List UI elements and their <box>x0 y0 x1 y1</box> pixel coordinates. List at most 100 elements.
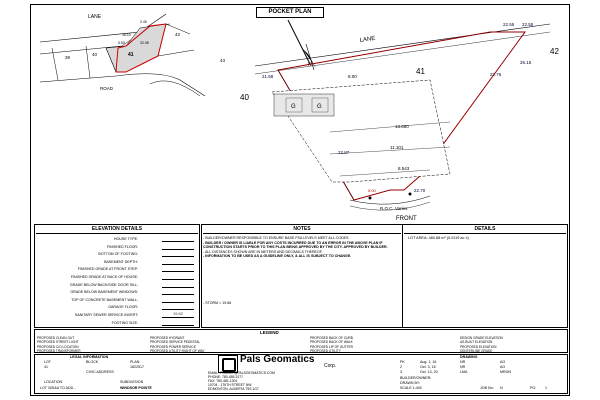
key-map-lot-39: 39 <box>65 55 71 60</box>
elevation-row-label: FOOTING SIZE: <box>111 320 138 325</box>
legend-item: PROPOSED CLEAN OUT <box>37 336 75 340</box>
elevation-row-value <box>162 264 194 273</box>
elevation-details-header: ELEVATION DETAILS <box>36 225 198 234</box>
elevation-row: HOUSE TYPE: <box>36 234 196 244</box>
elevation-row: TOP OF CONCRETE BASEMENT WALL: <box>36 295 196 305</box>
builder-label: BUILDER/OWNER: <box>400 376 432 380</box>
legend-item: DESIGN GRADE ELEVATION <box>460 336 503 340</box>
note-item: - ALL DISTANCES SHOWN ARE IN METERS AND … <box>203 249 323 254</box>
dimension-label: 22.76 <box>490 72 502 77</box>
elevation-row: FINISHED GRADE AT BACK OF HOUSE: <box>36 272 196 282</box>
elevation-row-label: TOP OF CONCRETE BASEMENT WALL: <box>71 297 138 302</box>
elevation-row-value <box>162 242 194 250</box>
elevation-row-label: GARAGE FLOOR: <box>108 305 138 310</box>
elevation-row-value <box>162 234 194 242</box>
note-item: - BUILDER/OWNER RESPONSIBLE TO ENSURE BA… <box>203 236 350 240</box>
company-address-2: EDMONTON, ALBERTA T5S 1G7 <box>208 387 259 391</box>
elevation-row-value <box>162 295 194 303</box>
elevation-row-label: BASEMENT DEPTH: <box>104 259 138 264</box>
legend-item: PROPOSED HYDRANT <box>150 336 185 340</box>
elevation-row-value <box>162 272 194 280</box>
dimension-label: 21.68 <box>262 74 274 79</box>
legend-item: PROPOSED STREET LIGHT <box>37 340 79 345</box>
legend-panel <box>34 329 568 353</box>
legend-item: PROPOSED SERVICE PEDESTAL <box>150 340 201 345</box>
revision-cell: NR <box>460 365 466 369</box>
scale-label: SCALE 1:400 <box>400 386 422 390</box>
company-email: EMAIL: POCKET@PALSGEOMATICS.COM <box>208 371 275 375</box>
dimension-label: 11.101 <box>390 145 404 150</box>
note-item: - INFORMATION TO BE USED AS A GUIDELINE … <box>203 254 352 259</box>
revision-cell: NR <box>460 360 466 364</box>
elevation-row: BASEMENT DEPTH: <box>36 257 196 267</box>
dimension-label: 8.543 <box>398 166 410 171</box>
dimension-label: 13.660 <box>395 124 409 129</box>
revision-cell: Oct. 13, 20 <box>420 370 438 374</box>
pg-value: 1 <box>545 386 547 390</box>
drawn-label: DRAWN BY: <box>400 381 421 385</box>
location-label: LOCATION <box>44 380 63 384</box>
elevation-row-value <box>162 318 194 326</box>
garage-label: G <box>317 104 322 110</box>
key-map-lot-42: 42 <box>175 32 181 37</box>
revision-cell: Aug. 1, 16 <box>420 360 437 364</box>
legend-item: PROPOSED TRANSFORMER <box>37 349 81 354</box>
legend-item: PROPOSED ELEVATION <box>460 344 497 349</box>
legend-col-2: PROPOSED HYDRANT PROPOSED SERVICE PEDEST… <box>150 336 205 354</box>
note-storm: - STORM = 19.66 <box>203 300 232 305</box>
elevation-panel <box>34 224 200 328</box>
key-map-dim: 2.45 <box>140 20 147 24</box>
elevation-row: GRADE BELOW BASEMENT WINDOWS: <box>36 287 196 297</box>
company-fax: FAX: 780-481-1301 <box>208 379 238 383</box>
company-suffix: Corp. <box>324 363 337 369</box>
key-map-lot-41: 41 <box>128 52 134 58</box>
legend-col-3: PROPOSED BACK OF CURB PROPOSED BACK OF W… <box>310 336 353 354</box>
elevation-row-value <box>162 257 194 265</box>
revision-cell: 2 <box>400 365 402 369</box>
elevation-row: BOTTOM OF FOOTING: <box>36 249 196 259</box>
elevation-row-value <box>162 280 194 288</box>
elevation-row-value <box>162 287 194 296</box>
key-map-road-label: ROAD <box>100 86 114 91</box>
elevation-row: GARAGE FLOOR: <box>36 302 196 312</box>
legend-col-1: PROPOSED CLEAN OUT PROPOSED STREET LIGHT… <box>37 336 81 354</box>
dimension-label: 22.87 <box>338 150 350 155</box>
elevation-row-value <box>162 302 194 311</box>
civic-address-label: CIVIC ADDRESS <box>86 370 114 374</box>
note-item: - BUILDER / OWNER IS LIABLE FOR ANY COST… <box>203 240 388 250</box>
legend-item: CENTERLINE GRADE <box>460 349 493 354</box>
svg-text:N: N <box>308 62 312 68</box>
lot-area: LOT AREA: 480.88 m² (0.0119 ac ±) <box>408 236 469 240</box>
company-contact: EMAIL: POCKET@PALSGEOMATICS.COM PHONE: 7… <box>208 371 275 391</box>
company-address-1: 10704 - 176TH STREET NW <box>208 383 252 387</box>
title-block <box>34 354 568 394</box>
legend-item: PROPOSED BACK OF WALK <box>310 340 353 345</box>
revision-cell: Oct. 3, 16 <box>420 365 436 369</box>
location-value: LOT 30S&A TO ADD... <box>40 386 77 390</box>
elevation-row: FINISHED GRADE AT FRONT STEP: <box>36 264 196 274</box>
key-map-lane-label: LANE <box>88 14 102 20</box>
lot-number-right: 42 <box>550 47 559 56</box>
job-value: N <box>500 386 503 390</box>
elevation-row: SANITARY SEWER SERVICE INVERT:19.62 <box>36 310 196 320</box>
elevation-row-label: GRADE BELOW BACK/SIDE DOOR SILL: <box>69 282 138 287</box>
site-plan-drawing: LANE ROAD 39 40 41 42 43 2.45 36.10 5.50… <box>39 13 559 222</box>
legend-item: PROPOSED UTILITY <box>310 349 341 354</box>
lot-number-center: 41 <box>416 67 425 76</box>
legend-item: PROPOSED POWER SERVICE <box>150 344 196 349</box>
dimension-label: 26.15 <box>520 60 532 65</box>
legal-lot-value: 41 <box>44 365 48 369</box>
job-label: JOB No: <box>480 386 494 390</box>
legal-plan-value: 1822517 <box>130 365 144 369</box>
key-map-dim: 32.98 <box>140 41 149 45</box>
details-header: DETAILS <box>404 225 566 234</box>
elevation-row-value: 19.62 <box>162 310 194 318</box>
dimension-label: 22.55 <box>522 22 534 27</box>
dimension-label: 22.70 <box>414 188 426 193</box>
legend-header: LEGEND <box>260 330 279 335</box>
company-name: Pals Geomatics <box>240 354 315 365</box>
legend-item: PROPOSED LIP OF GUTTER <box>310 344 353 349</box>
dimension-label: 5.00 <box>368 188 377 193</box>
elevation-row-label: HOUSE TYPE: <box>113 237 138 241</box>
subdivision-value: WINDSOR POINTE <box>120 386 152 390</box>
